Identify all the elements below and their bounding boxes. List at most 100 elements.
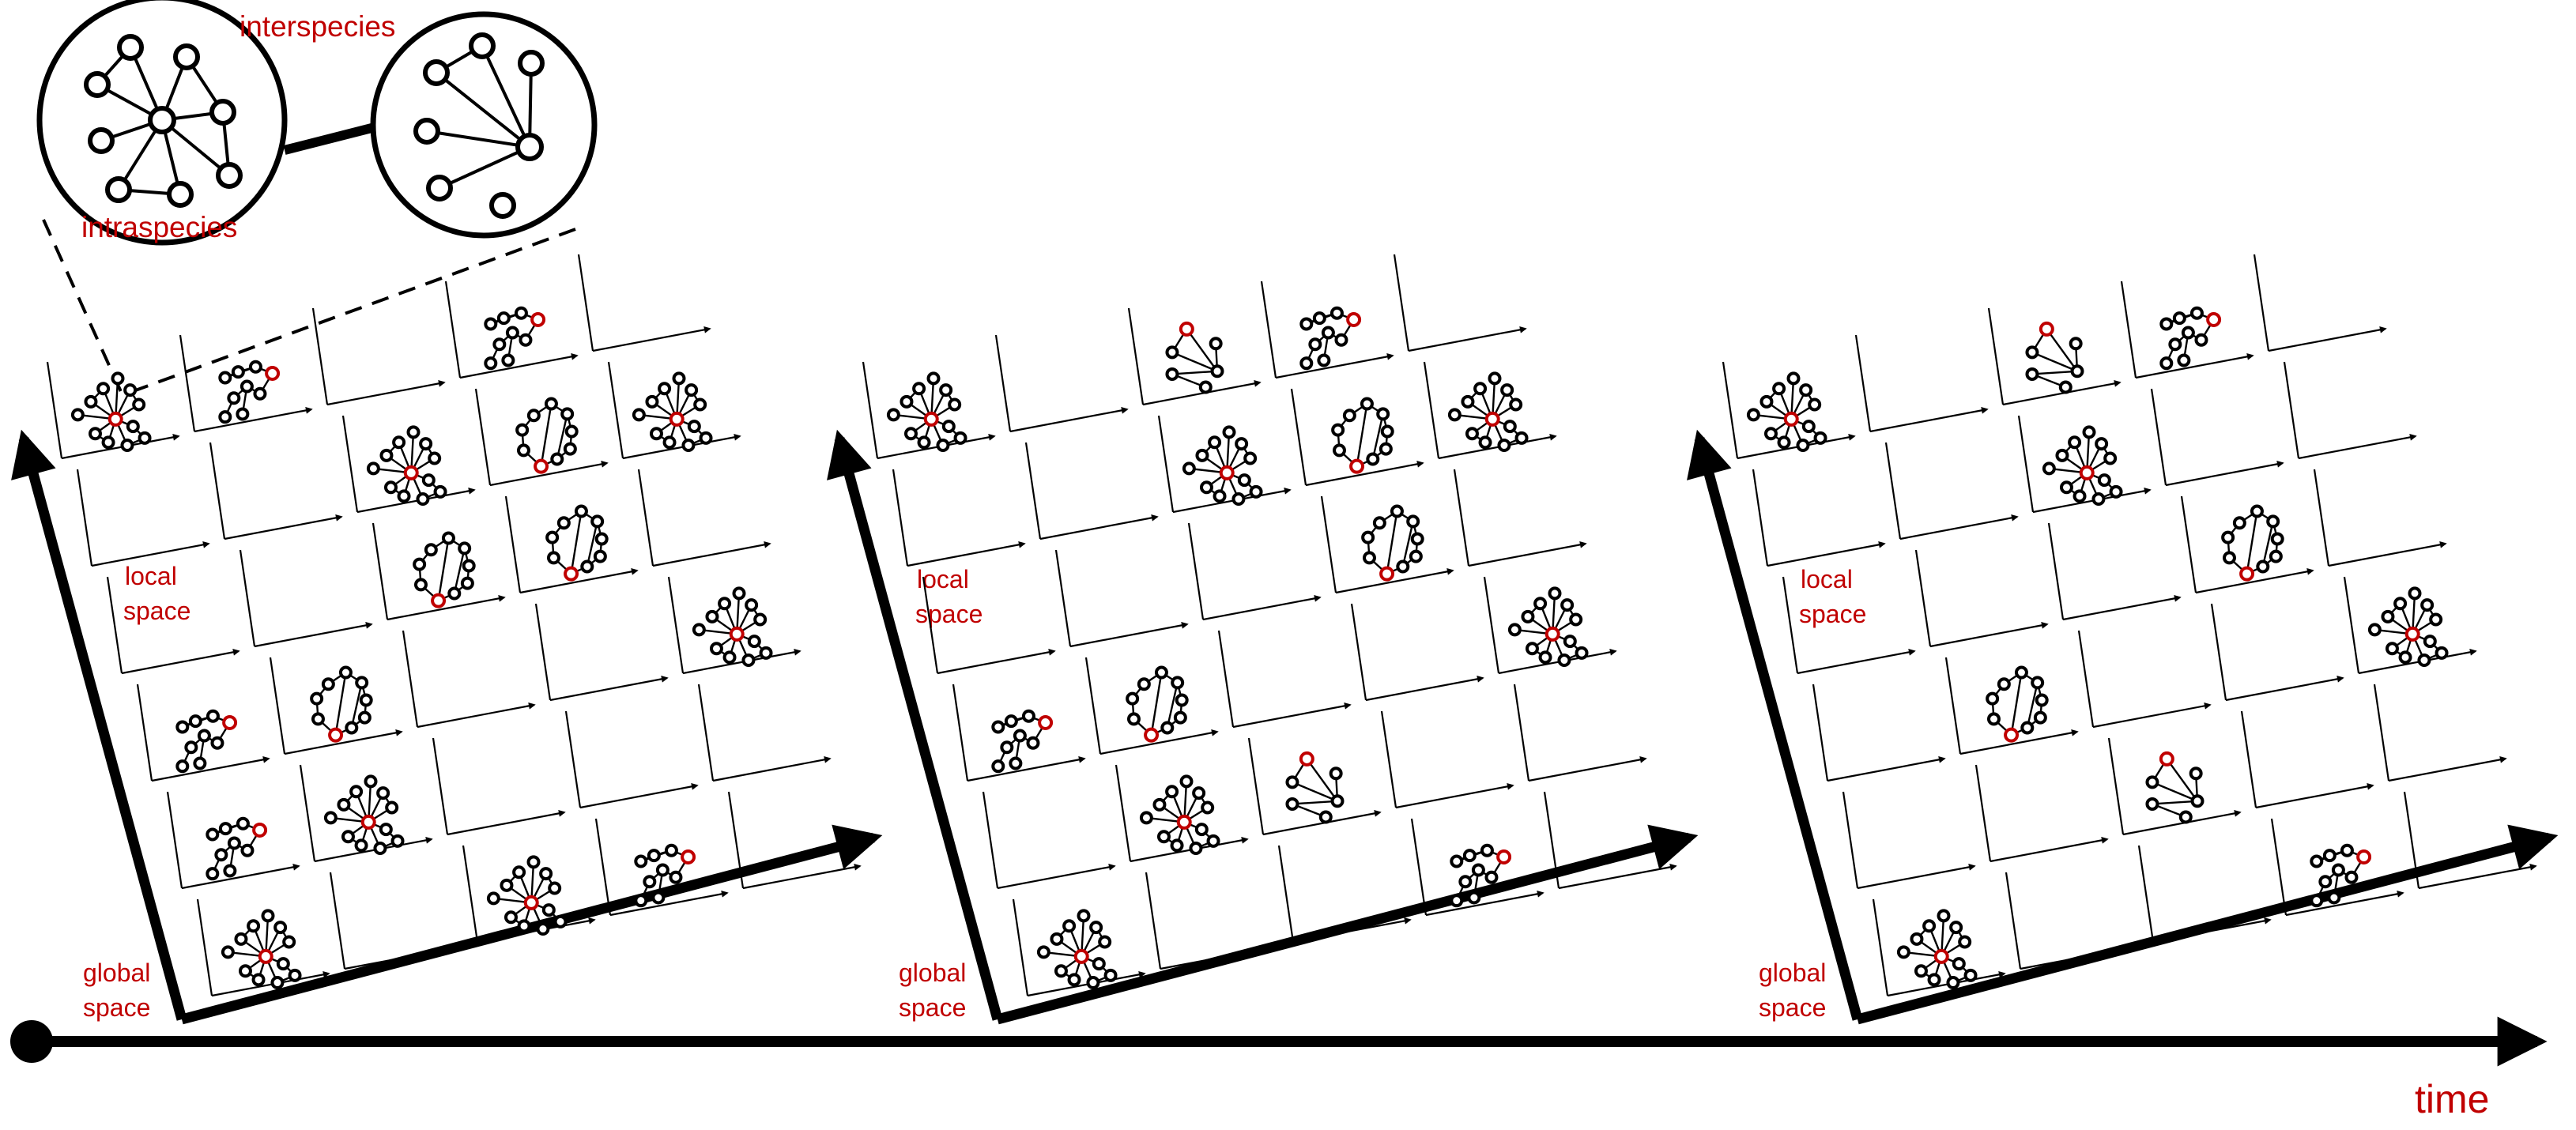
- cell-local-axis: [1187, 522, 1205, 620]
- network-edge: [2246, 510, 2258, 574]
- cell-local-axis: [269, 657, 286, 755]
- network-node: [1952, 957, 1966, 971]
- network-node: [634, 854, 648, 868]
- network-node: [236, 407, 250, 421]
- network-node: [1746, 408, 1760, 422]
- cell-local-axis: [136, 684, 153, 782]
- network-node: [991, 720, 1005, 734]
- network-edge: [1166, 682, 1179, 729]
- network-node: [1103, 968, 1118, 982]
- cell-global-axis: [2032, 487, 2152, 514]
- network-node: [505, 326, 519, 340]
- network-edge: [1386, 510, 1398, 574]
- space-cell: [1752, 469, 1886, 567]
- focal-node: [1299, 751, 1314, 767]
- network-node: [239, 379, 254, 394]
- interspecies-link: [283, 122, 379, 155]
- cell-global-axis: [314, 836, 433, 863]
- network-edge: [334, 672, 347, 736]
- zoom-guide-line-right: [122, 228, 576, 397]
- network-node: [1450, 894, 1464, 908]
- network-node: [517, 919, 531, 933]
- space-cell: [166, 791, 300, 890]
- intraspecies-edge: [160, 119, 231, 177]
- network-edge: [540, 403, 553, 467]
- network-node: [1509, 397, 1523, 412]
- network-node: [886, 408, 900, 422]
- network-node: [2423, 635, 2437, 649]
- global-space-label: space: [1759, 993, 1826, 1022]
- network-node: [1067, 973, 1081, 987]
- network-node: [376, 786, 390, 800]
- network-node: [354, 838, 368, 853]
- network-node: [397, 489, 411, 503]
- space-cell: [727, 791, 862, 890]
- network-node: [2344, 870, 2359, 884]
- cell-local-axis: [1350, 603, 1367, 701]
- network-node: [692, 623, 706, 637]
- network-node: [2059, 480, 2073, 495]
- cell-global-axis: [1767, 541, 1886, 567]
- network-edge: [586, 521, 598, 567]
- cell-local-axis: [1380, 710, 1397, 808]
- network-node: [323, 811, 338, 825]
- network-node: [1139, 811, 1153, 825]
- focal-node: [1219, 465, 1235, 480]
- network-node: [1156, 830, 1171, 844]
- network-node: [594, 532, 609, 546]
- cell-local-axis: [1782, 576, 1799, 674]
- network-node: [1361, 530, 1375, 544]
- cell-local-axis: [1914, 549, 1932, 647]
- network-node: [2189, 306, 2204, 320]
- cell-local-axis: [892, 469, 909, 567]
- space-cell: [136, 684, 270, 782]
- network-node: [699, 431, 713, 445]
- network-node: [2159, 317, 2174, 331]
- network-node: [1997, 677, 2011, 691]
- focal-node: [1038, 715, 1054, 730]
- network-node: [1763, 427, 1778, 441]
- network-node: [1538, 650, 1552, 665]
- cell-local-axis: [341, 415, 359, 513]
- network-node: [991, 759, 1005, 774]
- cell-global-axis: [2020, 944, 2139, 970]
- cell-local-axis: [1423, 361, 1440, 459]
- network-node: [138, 431, 152, 445]
- cell-local-axis: [1884, 442, 1902, 540]
- focal-node: [2159, 751, 2174, 767]
- focal-node: [403, 465, 419, 480]
- space-cell: [1127, 307, 1262, 406]
- cell-global-axis: [194, 406, 313, 433]
- network-node: [550, 452, 564, 466]
- species-a-node: [88, 127, 115, 154]
- network-node: [917, 435, 931, 450]
- network-node: [2031, 676, 2045, 690]
- network-node: [184, 740, 198, 755]
- cell-global-axis: [1395, 782, 1514, 809]
- cell-local-axis: [1987, 307, 2005, 405]
- network-node: [484, 356, 498, 371]
- network-node: [251, 973, 266, 987]
- network-node: [2069, 337, 2083, 351]
- network-node: [1488, 371, 1502, 386]
- cell-local-axis: [1543, 791, 1560, 889]
- network-node: [486, 891, 500, 906]
- network-node: [1299, 356, 1314, 371]
- cell-global-axis: [1142, 379, 1262, 406]
- network-node: [214, 848, 228, 862]
- network-node: [416, 492, 430, 507]
- species-b-node: [518, 50, 545, 77]
- network-node: [649, 427, 663, 441]
- network-node: [709, 642, 723, 656]
- network-node: [655, 863, 669, 877]
- cell-global-axis: [344, 944, 463, 970]
- space-cell: [994, 334, 1129, 433]
- network-node: [1946, 976, 1960, 990]
- network-node: [548, 881, 562, 895]
- network-node: [2159, 356, 2174, 371]
- cell-local-axis: [637, 469, 654, 567]
- cell-global-axis: [61, 433, 180, 460]
- space-cell: [1084, 657, 1219, 755]
- network-node: [1937, 909, 1951, 923]
